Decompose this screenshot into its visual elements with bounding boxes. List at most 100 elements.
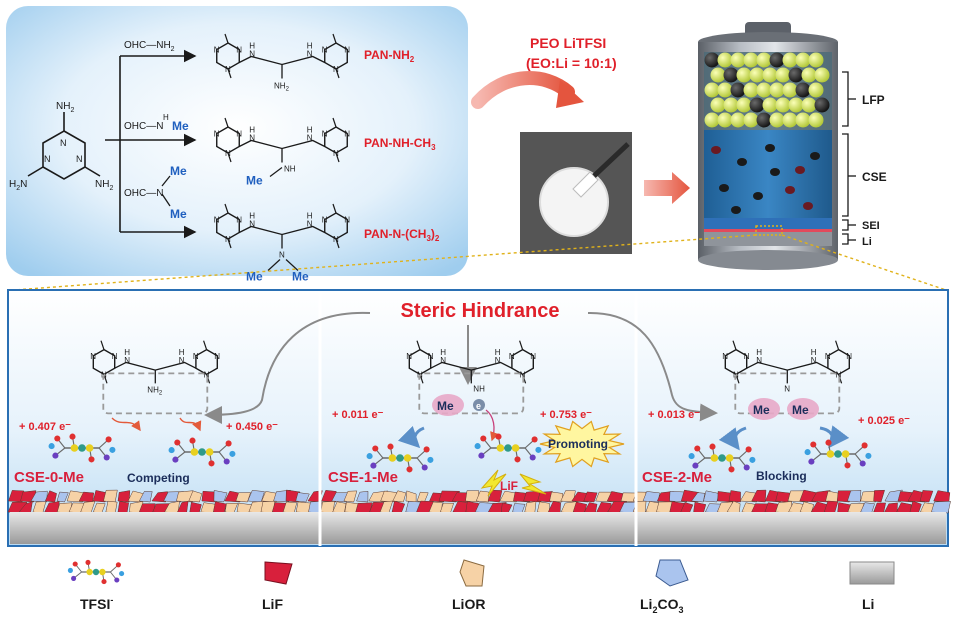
lfp-particle <box>730 112 746 128</box>
charge-right-0: + 0.450 e⁻ <box>226 421 278 433</box>
lfp-particle <box>704 82 720 98</box>
pendant-n: N <box>279 251 285 260</box>
pendant-nh: NH <box>284 165 296 174</box>
bridge-nh: H <box>811 348 817 357</box>
sei-grain <box>176 490 194 503</box>
sei-layer <box>704 229 832 232</box>
lfp-particle <box>808 52 824 68</box>
svg-text:N: N <box>756 356 762 365</box>
lfp-particle <box>704 52 720 68</box>
reagent-formaldehyde-amine: OHC—NH2 <box>124 40 175 53</box>
lfp-particle <box>762 97 778 113</box>
sei-grain <box>138 491 153 503</box>
cse-particle <box>711 146 721 154</box>
svg-text:N: N <box>307 134 313 143</box>
charge-left-2: + 0.013 e⁻ <box>648 409 700 421</box>
sei-grain <box>691 492 706 503</box>
svg-text:N: N <box>440 356 446 365</box>
ring-nitrogen: N <box>406 352 412 361</box>
ring-nitrogen: N <box>333 149 339 158</box>
ring-nitrogen: N <box>112 352 118 361</box>
lfp-particle <box>775 67 791 83</box>
tfsi-anion <box>67 559 125 585</box>
panel-pendant-nh: NH <box>473 384 485 393</box>
cse-particle <box>795 166 805 174</box>
sei-grain <box>188 490 203 503</box>
bridge-nh: H <box>179 348 185 357</box>
svg-text:Me: Me <box>172 119 189 133</box>
sei-grain <box>30 490 48 503</box>
sei-grain <box>811 490 831 503</box>
lfp-particle <box>730 82 746 98</box>
li-layer <box>704 232 832 246</box>
straight-arrow <box>644 172 690 204</box>
bridge-nh: H <box>249 212 255 221</box>
tweezer <box>592 142 630 178</box>
lfp-particle <box>762 67 778 83</box>
ring-nitrogen: N <box>344 46 350 55</box>
sei-grain <box>487 489 503 503</box>
sei-grain <box>728 490 741 503</box>
sei-grain <box>235 492 251 503</box>
ring-nitrogen: N <box>90 352 96 361</box>
lfp-particle <box>769 112 785 128</box>
sei-grain <box>475 490 490 503</box>
ring-nitrogen: N <box>193 352 199 361</box>
membrane-section: PEO LiTFSI (EO:Li = 10:1) <box>471 35 690 254</box>
ring-nitrogen: N <box>214 216 220 225</box>
svg-text:NH2: NH2 <box>95 179 113 192</box>
lfp-particle <box>756 52 772 68</box>
action-promoting: Promoting <box>548 437 608 451</box>
sei-grain <box>103 489 118 503</box>
sei-grain <box>931 501 951 514</box>
tfsi-anion <box>804 439 872 469</box>
lfp-particle <box>801 67 817 83</box>
bridge-nh: H <box>756 348 762 357</box>
bridge-nh: H <box>307 126 313 135</box>
cse-particle <box>770 168 780 176</box>
panel-title: Steric Hindrance <box>401 300 560 322</box>
me-group: Me <box>437 399 454 413</box>
lfp-particle <box>814 67 830 83</box>
product-name-pan-nh2: PAN-NH2 <box>364 48 415 64</box>
cse-layer <box>704 130 832 218</box>
lfp-particle <box>795 112 811 128</box>
charge-right-1: + 0.753 e⁻ <box>540 409 592 421</box>
lfp-particle <box>717 52 733 68</box>
zoom-line-left <box>13 234 757 291</box>
cse-particle <box>765 144 775 152</box>
svg-text:N: N <box>44 154 51 164</box>
sei-grain <box>343 490 358 503</box>
lfp-particle <box>775 97 791 113</box>
me-group-2: Me <box>792 403 809 417</box>
ring-nitrogen: N <box>333 65 339 74</box>
ring-nitrogen: N <box>236 216 242 225</box>
sei-mosaic <box>7 489 951 514</box>
svg-text:H2N: H2N <box>9 179 27 192</box>
sei-grain <box>642 491 660 503</box>
svg-text:N: N <box>307 220 313 229</box>
sei-grain <box>703 490 720 503</box>
bridge-nh: H <box>249 126 255 135</box>
lfp-particle <box>749 67 765 83</box>
ring-nitrogen: N <box>214 352 220 361</box>
lfp-particle <box>710 67 726 83</box>
tfsi-anions <box>48 433 872 473</box>
sei-grain <box>392 490 407 503</box>
svg-text:N: N <box>495 356 501 365</box>
legend-li2co3-swatch <box>655 559 689 587</box>
charge-left-1: + 0.011 e⁻ <box>332 409 384 421</box>
lfp-particle <box>756 112 772 128</box>
steric-box <box>102 372 209 415</box>
lfp-particle <box>788 67 804 83</box>
action-blocking: Blocking <box>756 469 807 483</box>
ring-nitrogen: N <box>836 370 842 379</box>
ring-nitrogen: N <box>744 352 750 361</box>
ring-nitrogen: N <box>236 130 242 139</box>
sei-grain <box>919 490 934 503</box>
curved-arrow <box>471 71 575 109</box>
lfp-particle <box>736 67 752 83</box>
